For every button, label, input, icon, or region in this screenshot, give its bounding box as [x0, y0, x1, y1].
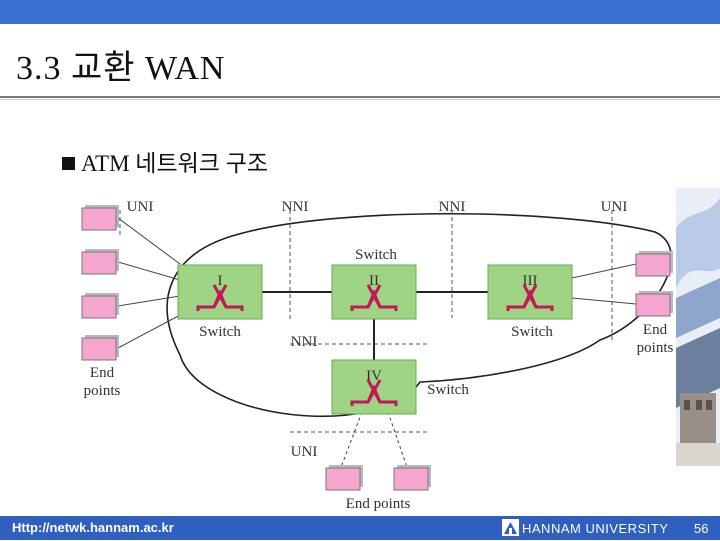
uni-label-right: UNI	[601, 199, 628, 215]
endpoint-box	[636, 291, 673, 316]
endpoint-box	[82, 205, 119, 230]
nni-label-2: NNI	[439, 199, 466, 215]
endpoint-box	[636, 251, 673, 276]
endpoints-left-line1: End	[90, 365, 115, 381]
switch-i-caption: Switch	[199, 324, 241, 340]
switch-ii-caption: Switch	[355, 247, 397, 263]
square-bullet-icon	[62, 157, 75, 170]
footer-url[interactable]: Http://netwk.hannam.ac.kr	[12, 520, 174, 535]
svg-text:I: I	[218, 273, 223, 289]
switch-i: I	[178, 265, 262, 319]
bullet-item: ATM 네트워크 구조	[62, 144, 268, 178]
top-banner	[0, 0, 720, 24]
title-divider	[0, 96, 720, 98]
uni-label-left: UNI	[127, 199, 154, 215]
decorative-photo-strip	[676, 188, 720, 466]
switch-iii-caption: Switch	[511, 324, 553, 340]
university-logo-icon	[502, 519, 519, 536]
nni-label-1: NNI	[282, 199, 309, 215]
endpoints-bottom: End points	[346, 496, 411, 512]
bottom-endpoint-links	[340, 412, 408, 470]
slide-title: 3.3 교환 WAN	[16, 40, 226, 89]
page-number: 56	[694, 521, 708, 536]
endpoint-box	[82, 293, 119, 318]
switch-iv-caption: Switch	[427, 382, 469, 398]
nni-label-middle: NNI	[291, 334, 318, 350]
endpoints-right-line1: End	[643, 322, 668, 338]
footer-university: HANNAM UNIVERSITY	[522, 521, 668, 536]
endpoint-box	[326, 465, 363, 490]
switch-ii: II	[332, 265, 416, 319]
endpoint-box	[82, 249, 119, 274]
bullet-text: ATM 네트워크 구조	[81, 151, 268, 176]
atm-network-diagram: I II III IV Switch Switch Switch Switch …	[0, 185, 680, 515]
endpoints-left-line2: points	[84, 383, 121, 399]
title-divider-shadow	[0, 99, 720, 100]
uni-label-bottom: UNI	[291, 444, 318, 460]
endpoint-box	[82, 335, 119, 360]
endpoints-right-line2: points	[637, 340, 674, 356]
switch-iii: III	[488, 265, 572, 319]
endpoint-box	[394, 465, 431, 490]
switch-iv: IV	[332, 360, 416, 414]
